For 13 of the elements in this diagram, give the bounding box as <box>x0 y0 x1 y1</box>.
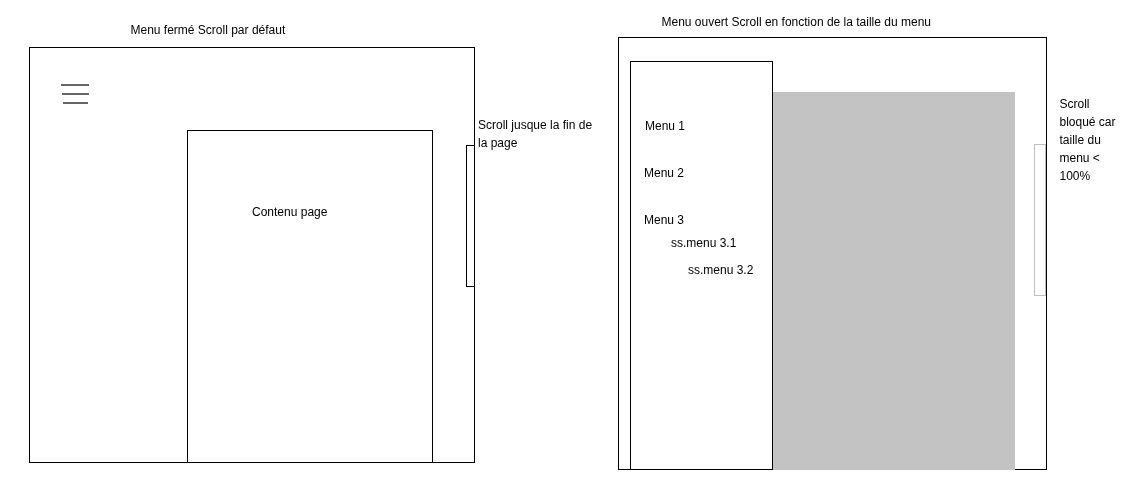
annotation-text: Scroll jusque la fin de la page <box>478 117 594 152</box>
menu-item: Menu 1 <box>645 119 686 134</box>
dimmed-overlay <box>772 91 1015 470</box>
menu-item: Menu 3 <box>644 213 685 228</box>
submenu-item: ss.menu 3.1 <box>671 236 737 251</box>
submenu-item: ss.menu 3.2 <box>688 263 754 278</box>
menu-item: Menu 2 <box>644 166 685 181</box>
annotation-text: Scroll bloqué car taille du menu < 100% <box>1059 95 1117 185</box>
side-menu-panel <box>629 60 773 470</box>
frame-title: Menu fermé Scroll par défaut <box>130 22 286 38</box>
content-area <box>186 129 433 463</box>
frame-title: Menu ouvert Scroll en fonction de la taille du menu <box>661 14 931 30</box>
content-label: Contenu page <box>252 205 328 220</box>
